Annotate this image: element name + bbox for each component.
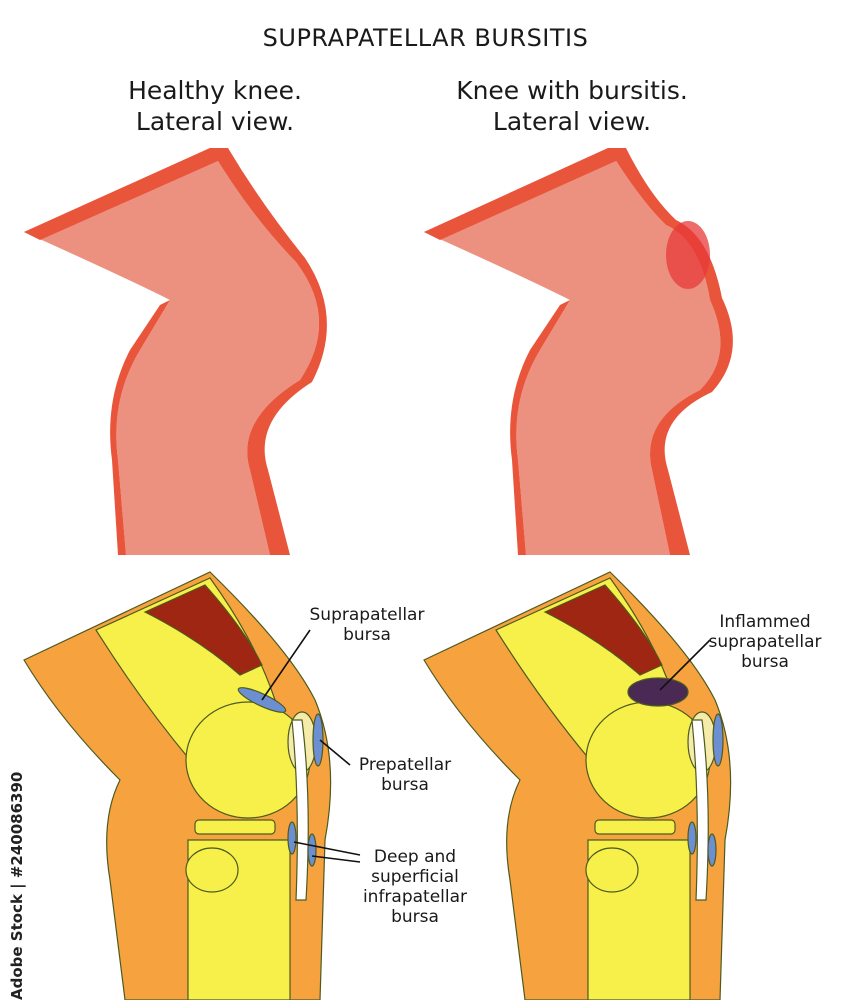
- label-line: infrapatellar: [362, 887, 468, 907]
- deep-infrapatellar-bursa-2: [687, 821, 697, 855]
- label-suprapatellar-bursa: Suprapatellar bursa: [302, 605, 432, 645]
- prepatellar-bursa: [312, 713, 324, 767]
- bursitis-knee-skin: [424, 148, 733, 555]
- healthy-knee-caption: Healthy knee. Lateral view.: [95, 75, 335, 137]
- label-inflamed-suprapatellar-bursa: Inflammed suprapatellar bursa: [700, 612, 830, 672]
- healthy-leader-lines: [261, 629, 361, 863]
- superficial-infrapatellar-bursa: [307, 833, 317, 867]
- label-line: superficial: [371, 867, 459, 887]
- label-line: Deep and: [373, 847, 457, 867]
- label-prepatellar-bursa: Prepatellar bursa: [340, 755, 470, 795]
- page-title: SUPRAPATELLAR BURSITIS: [262, 24, 589, 52]
- label-infrapatellar-bursa: Deep and superficial infrapatellar bursa: [350, 847, 480, 927]
- prepatellar-bursa-2: [712, 713, 724, 767]
- healthy-caption-line2: Lateral view.: [135, 107, 295, 136]
- stock-id-watermark: Adobe Stock | #240086390: [8, 771, 26, 1000]
- label-line: suprapatellar: [708, 632, 822, 652]
- label-line: Suprapatellar: [309, 605, 425, 625]
- bursitis-leader-lines: [659, 639, 711, 691]
- bursitis-knee-caption: Knee with bursitis. Lateral view.: [437, 75, 707, 137]
- healthy-caption-line1: Healthy knee.: [128, 76, 302, 105]
- healthy-knee-anatomy: [23, 571, 332, 1000]
- bursitis-caption-line2: Lateral view.: [492, 107, 652, 136]
- label-line: bursa: [391, 907, 439, 927]
- label-line: Prepatellar: [358, 755, 452, 775]
- label-line: Inflammed: [719, 612, 811, 632]
- bursitis-knee-anatomy: [423, 571, 732, 1000]
- label-line: bursa: [343, 625, 391, 645]
- bursitis-caption-line1: Knee with bursitis.: [456, 76, 688, 105]
- label-line: bursa: [381, 775, 429, 795]
- label-line: bursa: [741, 652, 789, 672]
- healthy-knee-skin: [24, 148, 327, 555]
- superficial-infrapatellar-bursa-2: [707, 833, 717, 867]
- deep-infrapatellar-bursa: [287, 821, 297, 855]
- inflammation-redness: [666, 221, 710, 289]
- inflamed-suprapatellar-bursa: [627, 677, 689, 707]
